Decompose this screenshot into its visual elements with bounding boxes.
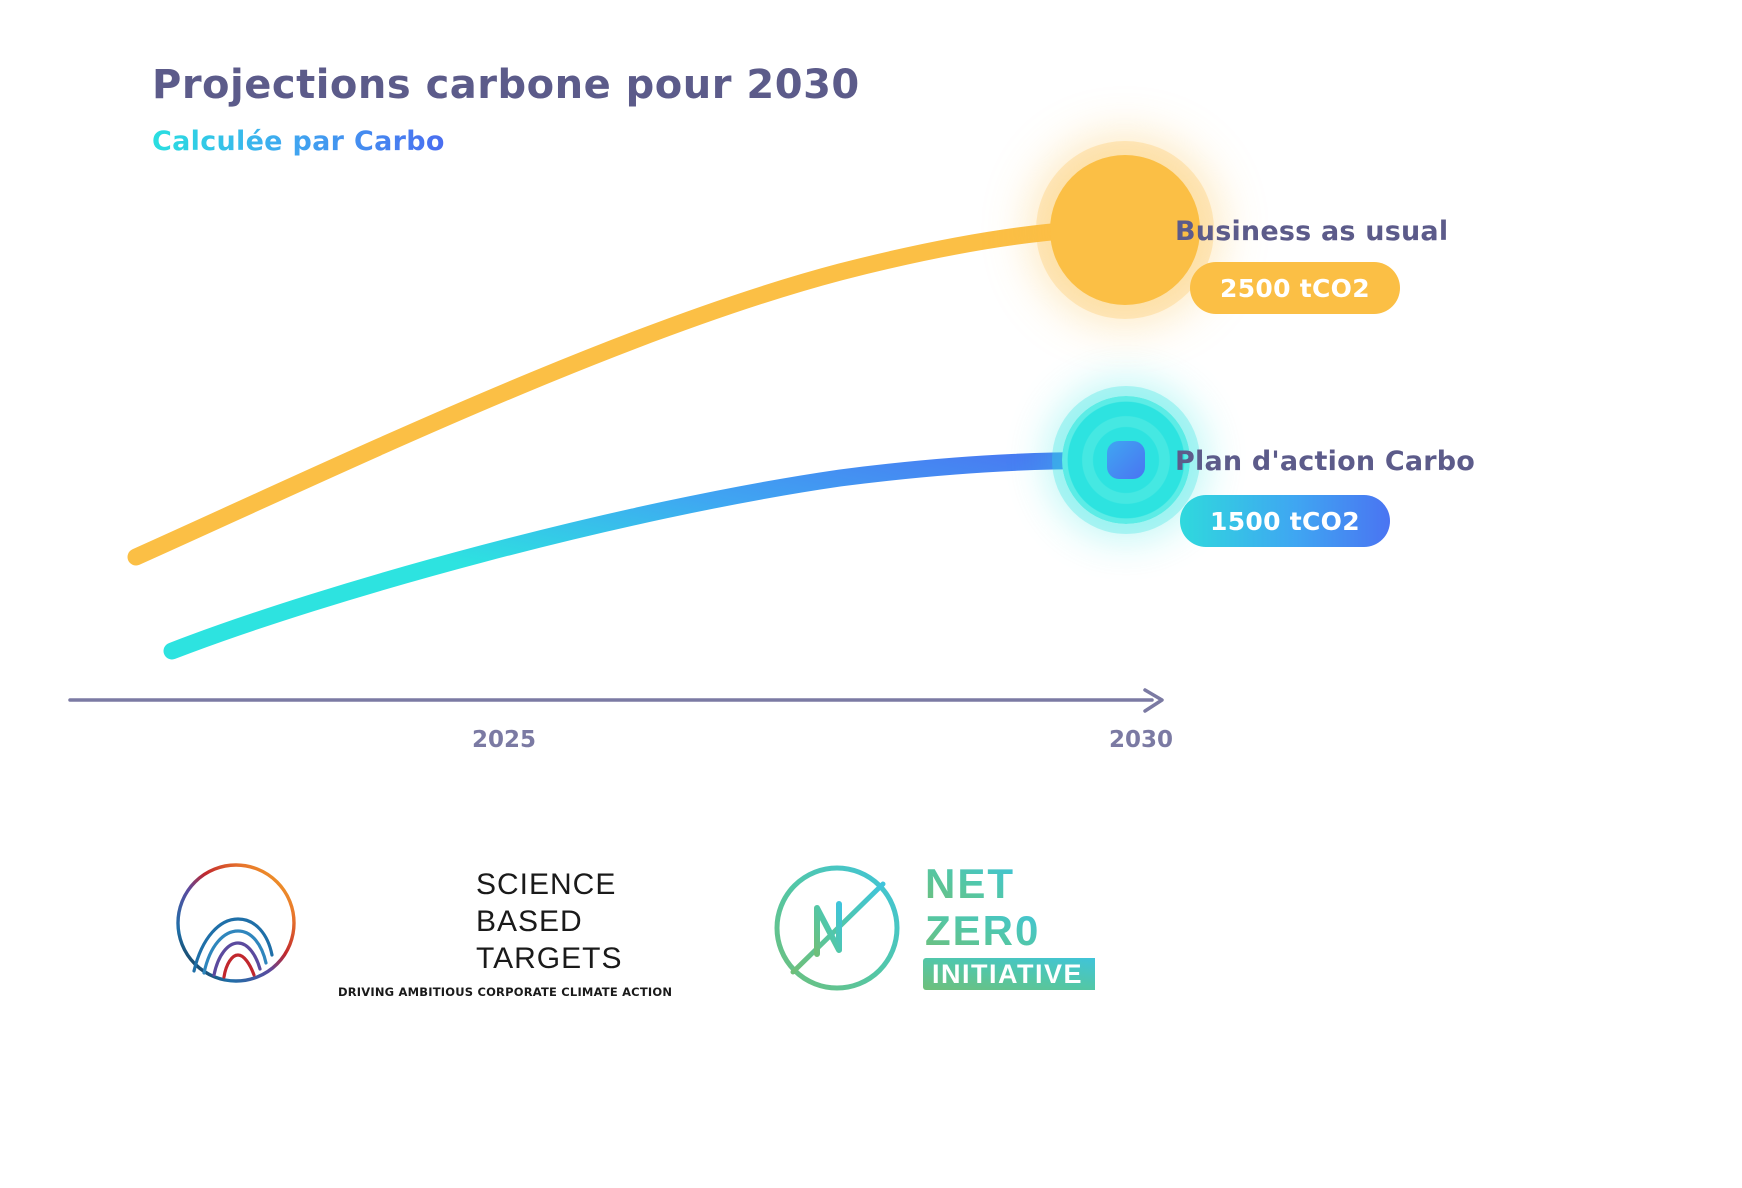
- sbt-wave-2-icon: [202, 929, 268, 975]
- science-based-targets-logo: SCIENCE BASED TARGETS DRIVING AMBITIOUS …: [168, 845, 672, 1014]
- value-badge-plan-action: 1500 tCO2: [1180, 495, 1390, 547]
- logo-row: SCIENCE BASED TARGETS DRIVING AMBITIOUS …: [0, 845, 1742, 1025]
- sbt-tagline: DRIVING AMBITIOUS CORPORATE CLIMATE ACTI…: [338, 985, 673, 999]
- value-badge-business-as-usual: 2500 tCO2: [1190, 262, 1400, 314]
- net-zero-initiative-logo: NET ZER0 INITIATIVE: [765, 850, 1103, 1014]
- endpoint-marker-plan-action: [1107, 441, 1145, 479]
- nzi-initiative-plate: [923, 958, 1103, 990]
- x-axis-arrow-icon: [1143, 688, 1164, 713]
- x-tick-label-2030: 2030: [1109, 727, 1174, 753]
- nzi-circle-icon: [774, 865, 900, 991]
- series-label-business-as-usual: Business as usual: [1175, 216, 1449, 247]
- sbt-wave-1-icon: [192, 917, 274, 973]
- endpoint-marker-business-as-usual: [1050, 155, 1200, 305]
- nzi-word-zero: ZER0: [925, 907, 1040, 954]
- series-line-plan-action: [163, 452, 1134, 660]
- x-tick-label-2025: 2025: [472, 727, 537, 753]
- sbt-word-based: BASED: [476, 905, 583, 938]
- page-title: Projections carbone pour 2030: [152, 62, 860, 108]
- series-label-plan-action: Plan d'action Carbo: [1175, 446, 1476, 477]
- nzi-word-net: NET: [925, 860, 1015, 907]
- sbt-wave-3-icon: [212, 941, 262, 977]
- nzi-monogram-icon: [814, 901, 842, 957]
- sbt-word-targets: TARGETS: [476, 942, 623, 975]
- page-subtitle: Calculée par Carbo: [152, 126, 445, 157]
- sbt-wave-4-icon: [222, 953, 256, 979]
- sbt-word-science: SCIENCE: [476, 868, 617, 901]
- sbt-ring-icon: [176, 863, 296, 983]
- series-line-business-as-usual: [127, 219, 1134, 566]
- nzi-word-initiative: INITIATIVE: [932, 959, 1083, 989]
